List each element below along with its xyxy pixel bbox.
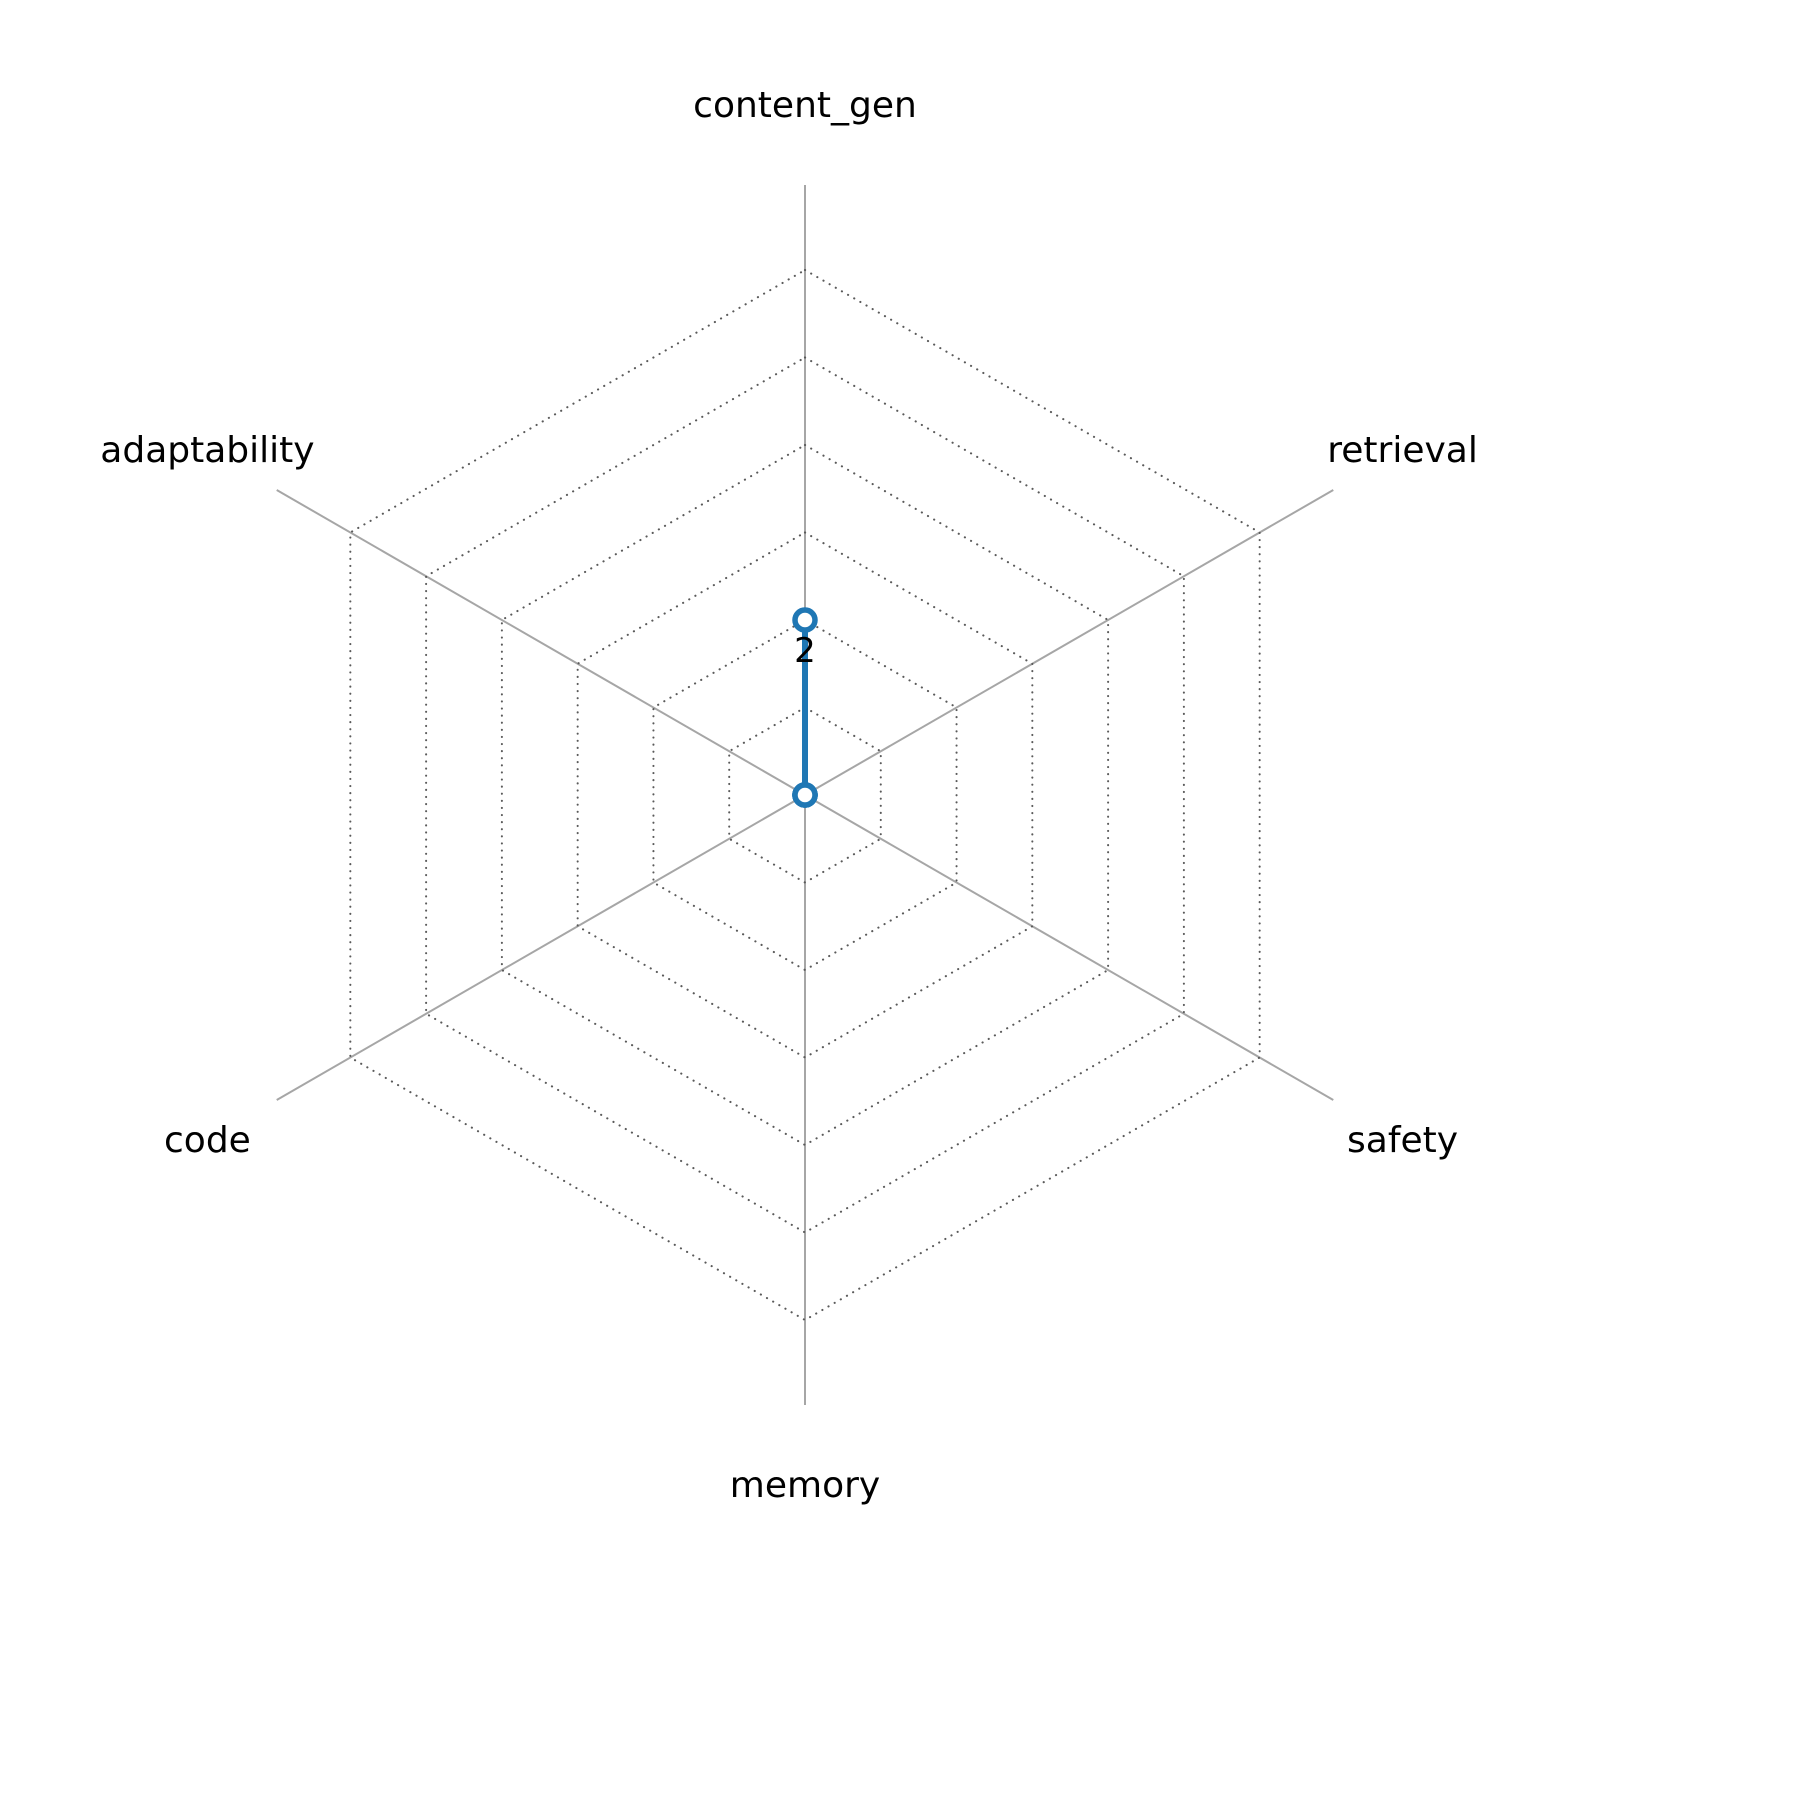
axis-spoke-retrieval	[804, 489, 1334, 796]
axis-spoke-adaptability	[276, 489, 806, 796]
axis-label-content_gen: content_gen	[693, 85, 917, 126]
data-point-marker-adaptability	[792, 782, 818, 808]
axis-spoke-code	[276, 794, 806, 1101]
grid-ring-5	[425, 356, 1185, 1234]
axis-label-memory: memory	[730, 1465, 880, 1506]
grid-ring-6	[349, 268, 1261, 1322]
axis-label-retrieval: retrieval	[1327, 430, 1478, 471]
grid-ring-1	[728, 706, 882, 884]
axis-label-code: code	[164, 1120, 251, 1161]
grid-ring-3	[576, 531, 1034, 1059]
axis-label-safety: safety	[1347, 1120, 1458, 1161]
data-point-marker-content_gen	[792, 607, 818, 633]
axis-label-adaptability: adaptability	[100, 430, 314, 471]
grid-ring-2	[652, 618, 958, 972]
radial-tick-label-2: 2	[794, 631, 816, 671]
axis-spoke-safety	[804, 794, 1334, 1101]
grid-ring-4	[500, 443, 1110, 1147]
